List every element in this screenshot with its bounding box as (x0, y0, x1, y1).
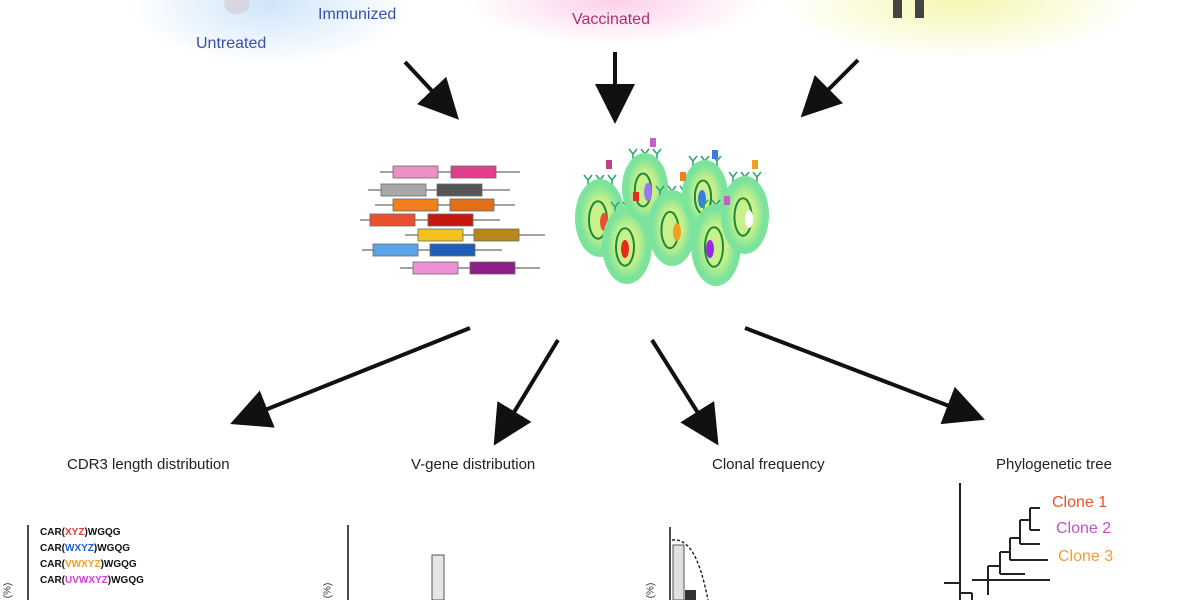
cdr3-suffix: )WGQG (93, 543, 130, 554)
cdr3-suffix: )WGQG (84, 527, 121, 538)
title-clonal-frequency: Clonal frequency (712, 456, 825, 473)
vaccinated-glow (465, 0, 765, 45)
arrow-right-in (800, 58, 860, 118)
cdr3-sequence: CAR(UVWXYZ)WGQG (40, 575, 144, 586)
untreated-glow (130, 0, 410, 65)
clonal-axis-label: (%) (645, 582, 657, 599)
right-icon-bar-2 (915, 0, 924, 18)
cdr3-prefix: CAR( (40, 559, 65, 570)
cdr3-prefix: CAR( (40, 575, 65, 586)
phylogenetic-tree (944, 483, 1050, 600)
arrow-left-in (403, 60, 459, 120)
title-v-gene: V-gene distribution (411, 456, 536, 473)
antigen-marker (724, 196, 730, 205)
antigen-marker (633, 192, 639, 201)
cdr3-sequence: CAR(WXYZ)WGQG (40, 543, 130, 554)
arrow-to-cdr3 (230, 326, 471, 428)
b-cell (721, 171, 769, 254)
arrow-to-vgene (493, 338, 560, 446)
sequencing-reads-illustration (360, 165, 545, 275)
arrow-to-phylo (744, 326, 985, 425)
cdr3-suffix: )WGQG (107, 575, 144, 586)
title-cdr3-length: CDR3 length distribution (67, 456, 230, 473)
clonal-cumulative-curve (671, 539, 709, 600)
title-phylogenetic-tree: Phylogenetic tree (996, 456, 1112, 473)
b-cell-population-illustration (575, 138, 769, 286)
antigen-marker (650, 138, 656, 147)
antigen-marker (680, 172, 686, 181)
cdr3-insert: XYZ (65, 527, 85, 538)
clone-label: Clone 1 (1052, 494, 1108, 511)
cdr3-insert: UVWXYZ (65, 575, 108, 586)
b-cell (602, 201, 652, 284)
antigen-marker (712, 150, 718, 159)
vgene-axis-label: (%) (322, 582, 334, 599)
untreated-mouse-icon (224, 0, 250, 14)
label-vaccinated: Vaccinated (572, 11, 650, 28)
antigen-marker (606, 160, 612, 169)
cdr3-insert: WXYZ (65, 543, 94, 554)
cdr3-suffix: )WGQG (100, 559, 137, 570)
arrow-to-clonal (650, 338, 719, 446)
cdr3-sequence: CAR(VWXYZ)WGQG (40, 559, 137, 570)
antigen-marker (752, 160, 758, 169)
clonal-bar-2 (685, 590, 696, 600)
clone-label: Clone 3 (1058, 548, 1114, 565)
right-icon-bar-1 (893, 0, 902, 18)
label-immunized: Immunized (318, 6, 397, 23)
cdr3-prefix: CAR( (40, 527, 65, 538)
right-glow (780, 0, 1140, 60)
cdr3-prefix: CAR( (40, 543, 65, 554)
cdr3-sequence: CAR(XYZ)WGQG (40, 527, 121, 538)
vgene-bar (431, 554, 445, 600)
cdr3-insert: VWXYZ (65, 559, 101, 570)
clone-label: Clone 2 (1056, 520, 1112, 537)
label-untreated: Untreated (196, 35, 267, 52)
cdr3-axis-label: (%) (2, 582, 14, 599)
clonal-bar-1 (672, 544, 685, 600)
